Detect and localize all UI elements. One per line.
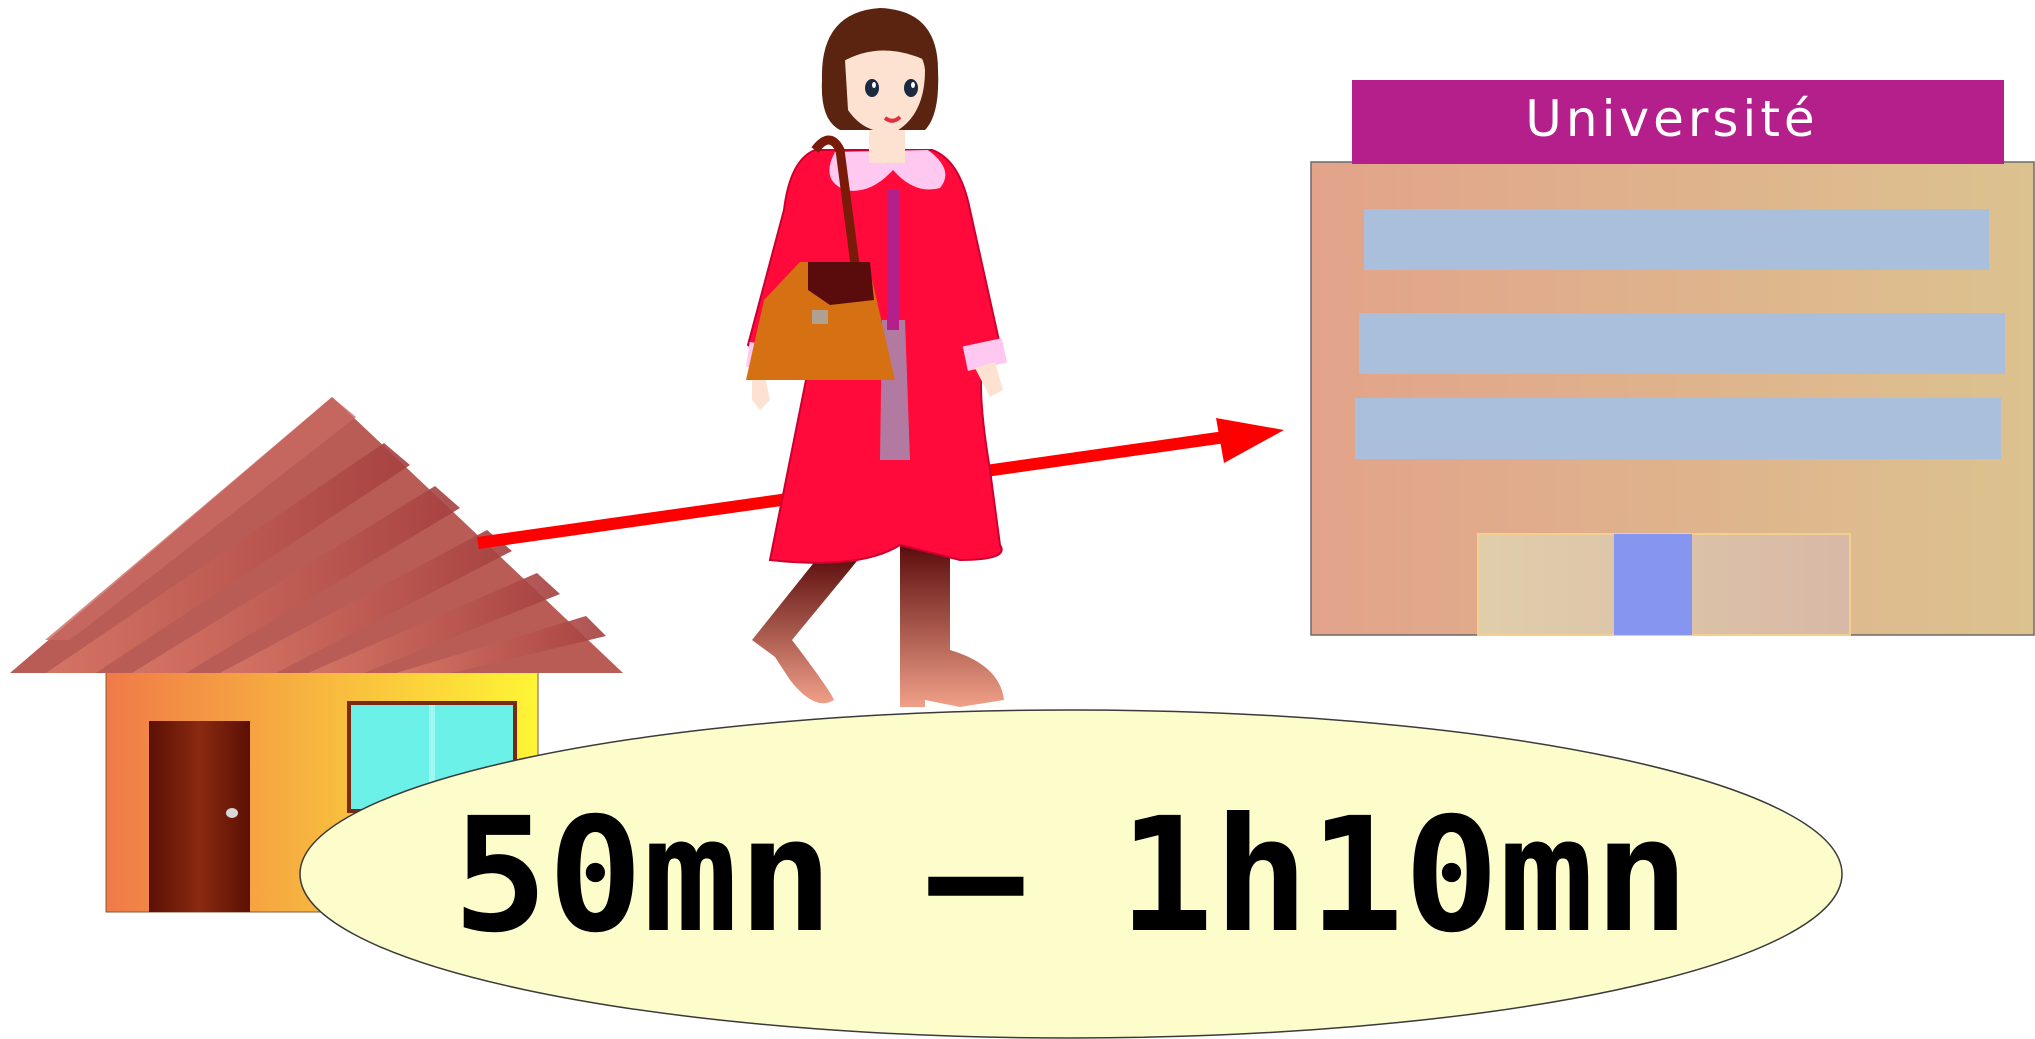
university-window — [1364, 209, 1989, 270]
commute-duration-bubble: 50mn – 1h10mn — [300, 710, 1842, 1038]
university-building: Université — [1311, 80, 2034, 635]
student-boot-left — [752, 555, 862, 703]
student-figure — [746, 8, 1007, 707]
student-boot-right — [900, 545, 1004, 707]
university-window — [1359, 313, 2005, 374]
university-window — [1355, 398, 2001, 459]
door-knob — [226, 808, 238, 818]
university-entrance — [1478, 534, 1850, 635]
duration-label: 50mn – 1h10mn — [453, 784, 1690, 968]
university-sign-label: Université — [1525, 90, 1818, 148]
